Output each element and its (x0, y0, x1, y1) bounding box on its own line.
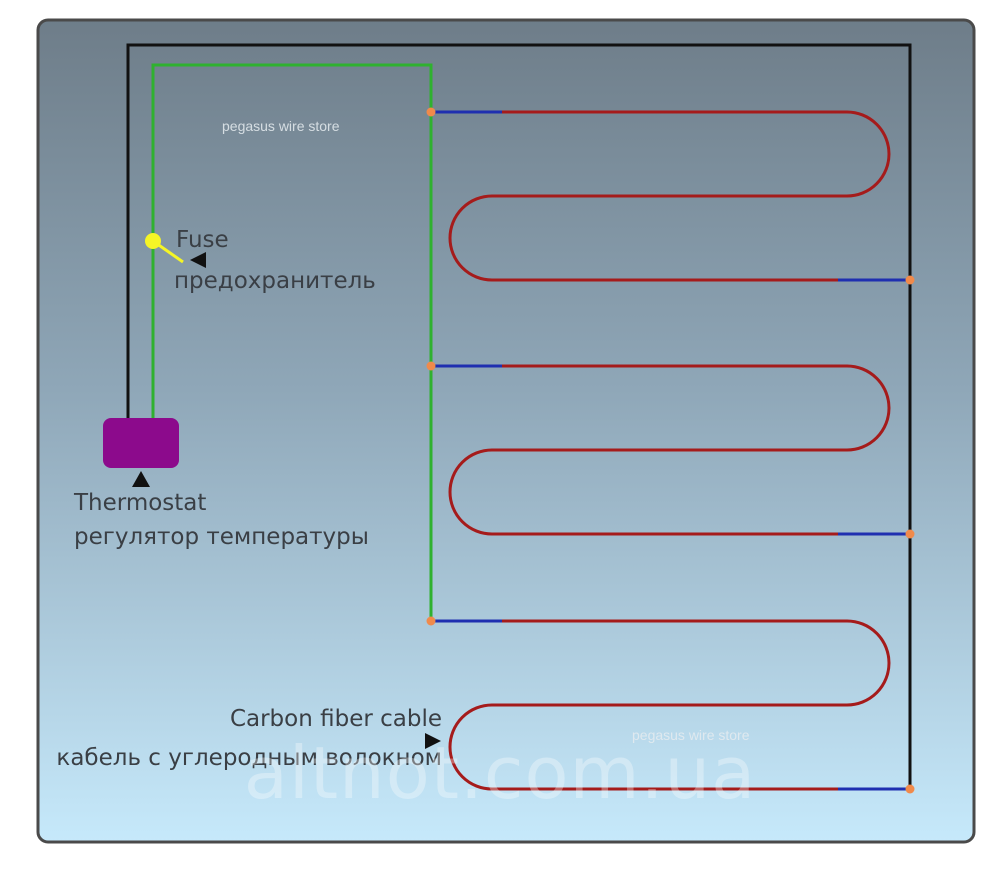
carbon-cable-1 (448, 110, 891, 282)
thermostat-label-en: Thermostat (73, 490, 206, 516)
black-return-wire (126, 43, 912, 790)
fuse-pointer-arrow (190, 252, 206, 268)
junction-dot (426, 361, 436, 371)
fuse-label-en: Fuse (176, 227, 229, 253)
heating-loop-3 (426, 616, 915, 794)
cable-pointer-arrow (425, 733, 441, 749)
watermark-site: altnot.com.ua (244, 731, 757, 815)
junction-dot (905, 529, 915, 539)
fuse-icon (145, 233, 161, 249)
watermark-store-bottom: pegasus wire store (632, 727, 750, 743)
carbon-cable-2 (448, 364, 891, 536)
heating-loop-1 (426, 107, 915, 285)
junction-dot (905, 784, 915, 794)
fuse-label-ru: предохранитель (174, 268, 376, 294)
diagram-panel (36, 18, 976, 844)
heating-loop-2 (426, 361, 915, 539)
carbon-cable-3 (448, 619, 891, 791)
cable-label-ru: кабель с углеродным волокном (56, 745, 442, 771)
thermostat-pointer-arrow (132, 471, 150, 487)
junction-dot (905, 275, 915, 285)
junction-dot (426, 616, 436, 626)
thermostat-box (103, 418, 179, 468)
cable-label-en: Carbon fiber cable (230, 706, 442, 732)
watermark-store-top: pegasus wire store (222, 118, 340, 134)
junction-dot (426, 107, 436, 117)
thermostat-label-ru: регулятор температуры (74, 524, 369, 550)
